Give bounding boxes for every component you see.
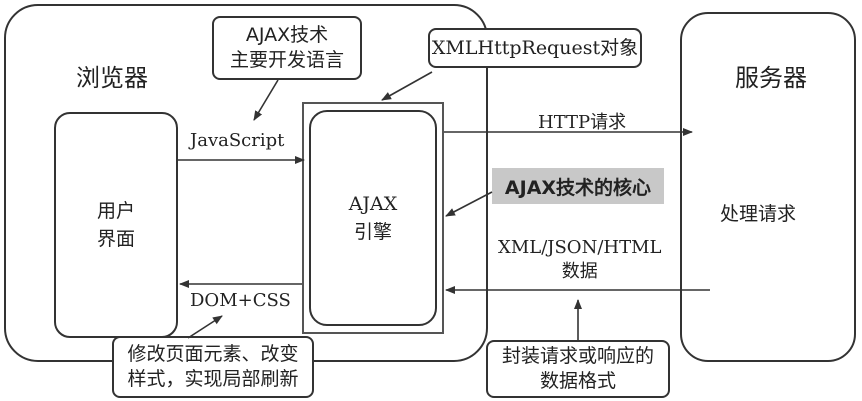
- callout-language-line1: AJAX技术: [245, 24, 329, 46]
- label-data-format-line1: XML/JSON/HTML: [498, 237, 662, 258]
- ajax-engine-label-line2: 引擎: [353, 221, 392, 243]
- callout-dom-modification: 修改页面元素、改变 样式，实现局部刷新: [112, 336, 314, 398]
- server-title: 服务器: [735, 64, 807, 92]
- callout-development-language: AJAX技术 主要开发语言: [212, 16, 362, 80]
- label-http-request: HTTP请求: [538, 112, 627, 133]
- user-interface-box: 用户 界面: [54, 112, 178, 338]
- browser-title: 浏览器: [76, 64, 148, 92]
- callout-ajax-core: AJAX技术的核心: [492, 168, 664, 204]
- callout-format-line1: 封装请求或响应的: [501, 345, 654, 367]
- label-data-format: XML/JSON/HTML 数据: [498, 236, 661, 284]
- ajax-engine-label-line1: AJAX: [348, 193, 398, 215]
- server-process-label: 处理请求: [720, 203, 797, 225]
- user-interface-label-line1: 用户: [96, 200, 135, 222]
- callout-core-text: AJAX技术的核心: [504, 176, 652, 199]
- label-dom-css: DOM+CSS: [190, 290, 291, 311]
- callout-xhr-text: XMLHttpRequest对象: [431, 36, 639, 59]
- callout-format-line2: 数据格式: [539, 370, 616, 392]
- callout-dom-line1: 修改页面元素、改变: [127, 343, 299, 365]
- callout-xhr-object: XMLHttpRequest对象: [428, 28, 642, 68]
- callout-data-format: 封装请求或响应的 数据格式: [486, 340, 670, 398]
- label-javascript: JavaScript: [190, 130, 285, 151]
- callout-dom-line2: 样式，实现局部刷新: [127, 368, 299, 390]
- label-data-format-line2: 数据: [561, 261, 598, 282]
- callout-language-line2: 主要开发语言: [229, 49, 344, 71]
- user-interface-label-line2: 界面: [96, 228, 135, 250]
- server-container: [680, 12, 856, 362]
- ajax-engine-box: AJAX 引擎: [309, 110, 437, 326]
